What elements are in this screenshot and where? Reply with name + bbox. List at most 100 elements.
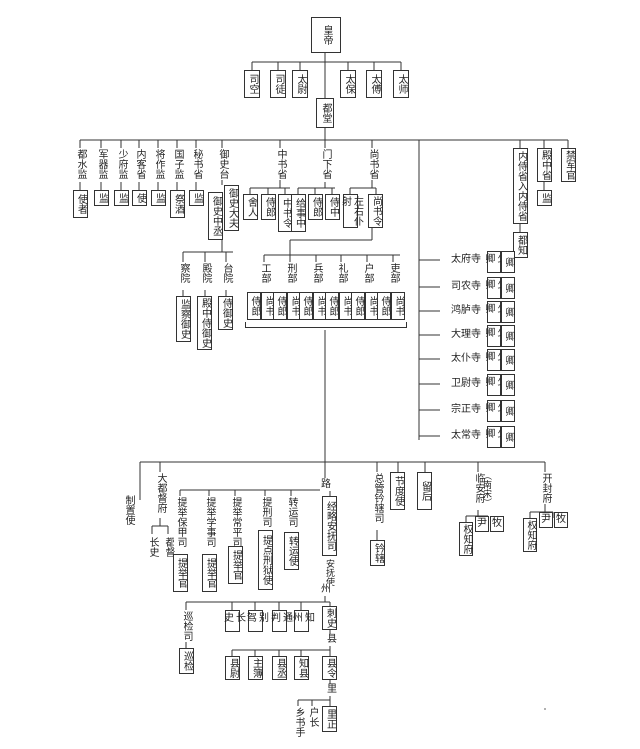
left-dept-sub-0: 使者 [73,190,88,218]
zhuanyun-sub: 转运使 [284,532,299,570]
xunjian-label: 巡检司 [180,610,192,642]
si-2-shaoqing: 少卿 [483,301,506,323]
yushi-dafu: 御史大夫 [224,185,239,231]
bu-2-shilang: 侍郎 [299,292,313,320]
li-sub-2: 里正 [322,706,337,732]
jinjun-box: 禁军官 [561,148,576,182]
bu-4: 户部 [361,262,373,284]
left-dept-4: 将作监 [152,148,164,180]
liuhou-box: 留后 [417,472,432,510]
sangong-3: 太保 [340,70,356,98]
kaifeng-label: 开封府 [539,472,551,504]
left-dept-sub-4: 监 [151,190,166,206]
dianzhong-box: 殿中省 [537,148,552,182]
li-sub-1: 户长 [306,706,318,728]
si-3-shaoqing: 少卿 [483,325,506,347]
si-2-qing: 卿 [501,301,515,323]
si-5: 卫尉寺 [450,378,482,390]
bu-4-shangshu: 尚书 [365,292,379,320]
menxia-sub-0: 给事中 [291,194,306,232]
dadudu-sub-0: 长史 [146,536,158,558]
sangong-1: 司徒 [270,70,286,98]
tiju-baojia-label: 提举保甲司 [174,496,186,548]
si-6: 宗正寺 [450,404,482,416]
kaifeng-sub-1: 尹 [539,512,553,528]
zhuanyun-label: 转运司 [285,496,297,528]
yuan-sub-0: 监察御史 [176,296,191,342]
shangshu-sub-1: 尚书令 [368,194,383,228]
si-2: 鸿胪寺 [450,305,482,317]
si-7: 太常寺 [450,430,482,442]
xian-label: 县 [326,634,338,646]
si-1-qing: 卿 [501,277,515,299]
si-7-shaoqing: 少卿 [483,426,506,448]
neishi-sub: 都知 [513,232,528,258]
tiju-xueshi-label: 提举学事司 [203,496,215,548]
si-7-qing: 卿 [501,426,515,448]
bu-5-shilang: 侍郎 [377,292,391,320]
yuan-1: 殿院 [199,262,211,284]
zhou-sub-3: 知州 [291,610,314,632]
menxia-label: 门下省 [319,148,331,180]
bu-3-shilang: 侍郎 [325,292,339,320]
scan-speck [544,708,546,710]
xian-sub-2: 县丞 [272,656,287,680]
zhongshu-sub-0: 舍人 [243,194,258,220]
dutang-box: 都堂 [316,98,334,128]
zhizhi-label: 制置使 [122,494,134,526]
zhou-sub-0: 长史 [222,610,245,632]
dianzhong-sub: 监 [537,190,552,206]
left-dept-sub-3: 使 [132,190,147,206]
si-3-qing: 卿 [501,325,515,347]
li-sub-0: 乡书手 [292,706,304,738]
linan-sub-2: 牧 [490,516,504,532]
si-0-qing: 卿 [501,251,515,273]
left-dept-sub-6: 监 [189,190,204,206]
bu-0: 工部 [258,262,270,284]
kaifeng-sub-2: 牧 [554,512,568,528]
sangong-2: 太尉 [292,70,308,98]
xian-sub-4: 县令 [322,656,337,680]
linan-paren: （南宋） [481,470,491,508]
left-dept-2: 少府监 [115,148,127,180]
si-6-qing: 卿 [501,400,515,422]
lu-label: 路 [320,479,332,491]
li-label: 里 [326,684,338,696]
dadudu-label: 大都督府 [154,472,166,514]
left-dept-1: 军器监 [95,148,107,180]
tiju-changping-label: 提举常平司 [229,496,241,548]
si-0-shaoqing: 少卿 [483,251,506,273]
si-5-qing: 卿 [501,374,515,396]
linan-label: 临安府 [472,472,484,504]
tixing-label: 提刑司 [259,496,271,528]
yuan-0: 察院 [177,262,189,284]
yushi-zhongcheng: 御史中丞 [208,192,223,240]
zhou-sub-2: 通判 [269,610,292,632]
linan-sub-1: 尹 [475,516,489,532]
bu-3: 礼部 [335,262,347,284]
si-0: 太府寺 [450,254,482,266]
menxia-sub-2: 侍中 [325,194,340,220]
left-dept-3: 内客省 [133,148,145,180]
yuan-sub-1: 殿中侍御史 [197,296,212,350]
yuan-sub-2: 侍御史 [218,296,233,330]
shangshu-label: 尚书省 [366,148,378,180]
sangong-5: 太师 [393,70,409,98]
bu-0-shilang: 侍郎 [247,292,261,320]
tiju-xueshi-sub: 提举官 [202,554,217,592]
xian-sub-3: 知县 [294,656,309,680]
si-4-shaoqing: 少卿 [483,349,506,371]
dadudu-sub-1: 都督 [162,536,174,558]
si-1: 司农寺 [450,281,482,293]
tixing-sub: 提点刑狱使 [258,530,273,590]
zongguan-label: 总管钤辖司 [371,472,383,524]
tiju-baojia-sub: 提举官 [173,554,188,592]
bu-1: 刑部 [284,262,296,284]
si-4: 太仆寺 [450,353,482,365]
si-6-shaoqing: 少卿 [483,400,506,422]
sangong-0: 司空 [244,70,260,98]
yuan-2: 台院 [220,262,232,284]
sangong-4: 太傅 [366,70,382,98]
